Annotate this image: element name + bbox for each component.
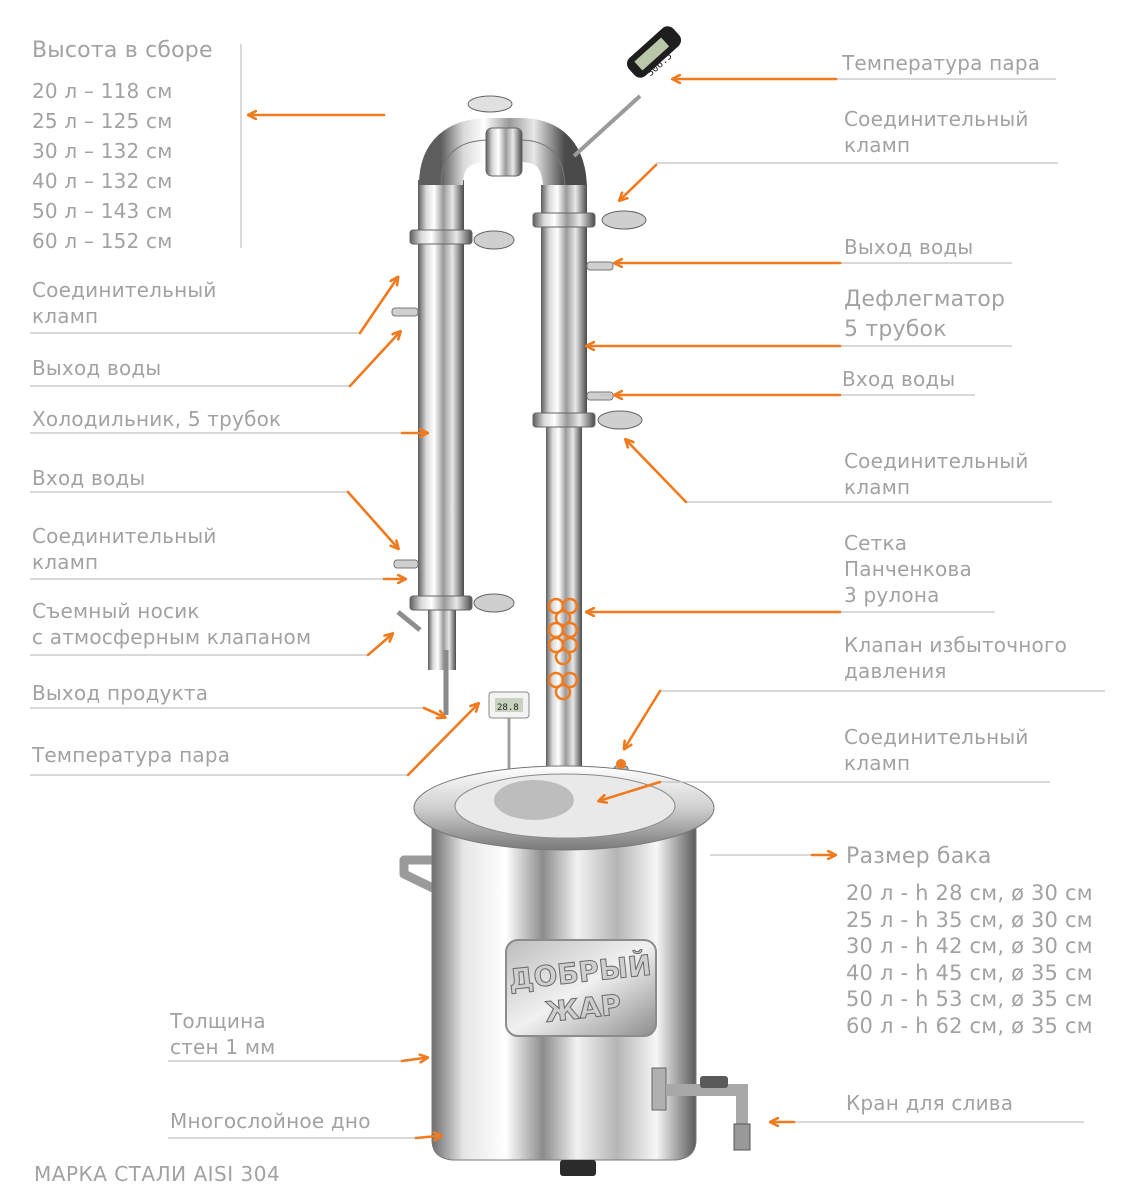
label-left-clamp-1-line-2: кламп [32, 304, 99, 328]
arrow-clamp-right-2 [628, 442, 688, 504]
label-mesh-line-3: 3 рулона [844, 583, 940, 607]
arrow-water-in-left [346, 490, 396, 546]
assembly-height-50: 50 л – 143 см [32, 199, 173, 223]
clamp-top [467, 95, 523, 177]
label-right-clamp-1-line-1: Соединительный [844, 107, 1029, 131]
arrow-water-out-left [348, 334, 398, 388]
label-left-product-out: Выход продукта [32, 681, 209, 705]
label-left-water-out: Выход воды [32, 356, 162, 380]
tank-size-60: 60 л - h 62 см, ø 35 см [846, 1013, 1093, 1038]
label-dephlegmator: Дефлегматор 5 трубок [844, 285, 1005, 345]
label-valve-line-2: давления [844, 659, 947, 683]
arrow-valve [626, 689, 662, 746]
label-right-clamp-3: Соединительный кламп [844, 724, 1029, 776]
label-left-clamp-2: Соединительный кламп [32, 523, 217, 575]
leader-lines [30, 44, 1105, 1139]
label-valve-line-1: Клапан избыточного [844, 633, 1068, 657]
label-right-clamp-3-line-1: Соединительный [844, 725, 1029, 749]
thermometer-probe-top [572, 26, 682, 158]
label-right-clamp-2: Соединительный кламп [844, 448, 1029, 500]
label-left-nozzle-line-1: Съемный носик [32, 599, 200, 623]
assembly-height-25: 25 л – 125 см [32, 109, 173, 133]
panchenkov-mesh [547, 597, 579, 701]
label-mesh-line-2: Панченкова [844, 557, 972, 581]
label-mesh-line-1: Сетка [844, 531, 908, 555]
thermometer-small-reading: 28.8 [497, 703, 519, 713]
callout-arrows [252, 79, 842, 1138]
label-left-water-in: Вход воды [32, 466, 146, 490]
tank-size-30: 30 л - h 42 см, ø 30 см [846, 934, 1093, 958]
assembly-height-20: 20 л – 118 см [32, 79, 173, 103]
label-wall-line-2: стен 1 мм [170, 1035, 276, 1059]
arrow-clamp-right-3 [602, 780, 662, 800]
tank-sizes: 20 л - h 28 см, ø 30 см 25 л - h 35 см, … [846, 880, 1093, 1039]
thermometer-small [488, 691, 530, 812]
arrow-clamp-right-1 [622, 163, 658, 198]
assembly-height-30: 30 л – 132 см [32, 139, 173, 163]
clamp-right-upper [532, 210, 647, 230]
clamp-left-upper [409, 229, 515, 250]
label-right-water-out: Выход воды [844, 235, 974, 259]
arrow-bottom [414, 1136, 438, 1138]
fitting-left-water-in [393, 559, 419, 569]
label-dephlegmator-line-2: 5 трубок [844, 317, 947, 342]
fitting-left-water-out [391, 307, 419, 317]
brand-panel [505, 939, 657, 1037]
tank-lid-opening [494, 780, 574, 820]
cooler-column [418, 180, 464, 610]
label-tank-size-title: Размер бака [846, 844, 992, 869]
label-left-clamp-1: Соединительный кламп [32, 277, 217, 329]
assembly-height-title: Высота в сборе [32, 38, 213, 63]
label-left-clamp-1-line-1: Соединительный [32, 278, 217, 302]
arrow-nozzle [366, 636, 390, 657]
tank-size-20: 20 л - h 28 см, ø 30 см [846, 881, 1093, 905]
steel-grade: МАРКА СТАЛИ AISI 304 [34, 1162, 281, 1186]
arrow-product-out [422, 706, 442, 716]
label-mesh: Сетка Панченкова 3 рулона [844, 530, 972, 608]
cooler-lower-tube [428, 610, 456, 670]
clamp-right-lower [532, 410, 643, 430]
label-multilayer-bottom: Многослойное дно [170, 1109, 371, 1133]
label-left-cooler: Холодильник, 5 трубок [32, 407, 282, 431]
tank-size-25: 25 л - h 35 см, ø 30 см [846, 907, 1093, 932]
label-right-clamp-1: Соединительный кламп [844, 106, 1029, 158]
label-pressure-valve: Клапан избыточного давления [844, 632, 1067, 684]
tank-size-50: 50 л - h 53 см, ø 35 см [846, 987, 1093, 1011]
arrow-wall [400, 1058, 424, 1061]
fitting-right-water-out [586, 261, 614, 271]
assembly-heights: 20 л – 118 см 25 л – 125 см 30 л – 132 с… [32, 76, 173, 256]
label-right-water-in: Вход воды [842, 367, 956, 391]
label-left-nozzle-line-2: с атмосферным клапаном [32, 625, 312, 649]
label-left-nozzle: Съемный носик с атмосферным клапаном [32, 598, 311, 650]
tank-size-40: 40 л - h 45 см, ø 35 см [846, 960, 1093, 985]
label-right-clamp-2-line-2: кламп [844, 475, 911, 499]
label-right-clamp-3-line-2: кламп [844, 751, 911, 775]
label-dephlegmator-line-1: Дефлегматор [844, 287, 1006, 312]
drain-tap [651, 1067, 751, 1151]
label-drain-tap: Кран для слива [846, 1091, 1014, 1115]
label-right-clamp-2-line-1: Соединительный [844, 449, 1029, 473]
label-right-vapor-temp: Температура пара [842, 51, 1041, 75]
clamp-left-lower [409, 593, 515, 613]
assembly-height-40: 40 л – 132 см [32, 169, 173, 193]
assembly-height-60: 60 л – 152 см [32, 229, 173, 253]
label-wall-thickness: Толщина стен 1 мм [170, 1008, 275, 1060]
arrow-clamp-left-1 [358, 280, 396, 335]
label-left-clamp-2-line-1: Соединительный [32, 524, 217, 548]
tank-foot [560, 1160, 596, 1176]
nozzle [396, 610, 422, 632]
label-right-clamp-1-line-2: кламп [844, 133, 911, 157]
fitting-right-water-in [586, 391, 614, 401]
label-wall-line-1: Толщина [170, 1009, 266, 1033]
label-left-clamp-2-line-2: кламп [32, 550, 99, 574]
label-left-vapor-temp: Температура пара [32, 743, 231, 767]
arrow-vapor-temp-left [406, 706, 476, 777]
